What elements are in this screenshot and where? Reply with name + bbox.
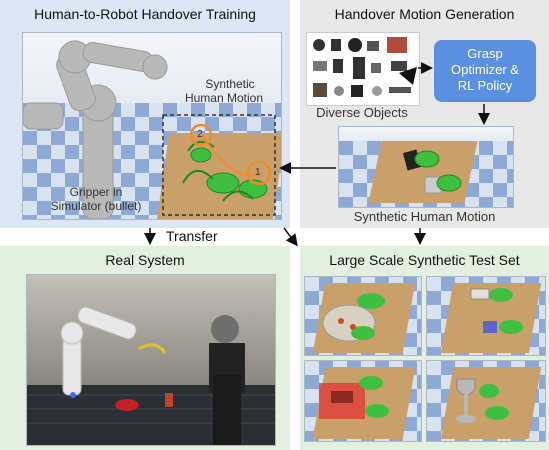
objects-illustration (313, 37, 417, 97)
training-panel: Human-to-Robot Handover Training (0, 0, 290, 228)
optimizer-line-2: Optimizer & (451, 62, 519, 77)
trajectory-marker-2 (189, 123, 213, 147)
objects-grid (306, 32, 420, 106)
testset-panel: Large Scale Synthetic Test Set (300, 246, 549, 450)
motion-panel: Handover Motion Generation (300, 0, 549, 228)
motion-scene-illustration (402, 149, 462, 194)
marker-2-label: 2 (197, 129, 203, 140)
transfer-label: Transfer (166, 228, 218, 244)
motion-title: Handover Motion Generation (334, 6, 515, 22)
optimizer-box: Grasp Optimizer & RL Policy (434, 40, 536, 102)
synthetic-motion-label-1: Synthetic (205, 77, 255, 91)
test-scene-1 (304, 276, 422, 356)
gripper-label-2: Simulator (bullet) (50, 199, 142, 213)
motion-scene (338, 126, 514, 208)
robot-arm-illustration (23, 40, 276, 219)
gripper-label-1: Gripper in (69, 185, 123, 199)
optimizer-line-3: RL Policy (457, 78, 513, 93)
marker-1-label: 1 (255, 167, 261, 178)
training-title: Human-to-Robot Handover Training (34, 6, 256, 22)
real-photo (26, 274, 276, 446)
real-title: Real System (105, 252, 185, 268)
optimizer-line-1: Grasp (467, 46, 503, 61)
real-photo-illustration (27, 306, 275, 445)
synthetic-motion-label-2: Human Motion (184, 91, 264, 105)
motion-caption: Synthetic Human Motion (353, 209, 496, 224)
real-panel: Real System (0, 246, 290, 450)
test-scene-4 (426, 360, 546, 442)
test-scene-3 (304, 360, 422, 442)
trajectory-marker-1 (246, 160, 272, 186)
testset-title: Large Scale Synthetic Test Set (329, 252, 520, 268)
motion-arrows (418, 62, 490, 125)
objects-caption: Diverse Objects (316, 105, 408, 120)
training-scene: 2 1 Synthetic Human Motion Gripper in Si… (22, 32, 282, 220)
test-scene-2 (426, 276, 546, 356)
